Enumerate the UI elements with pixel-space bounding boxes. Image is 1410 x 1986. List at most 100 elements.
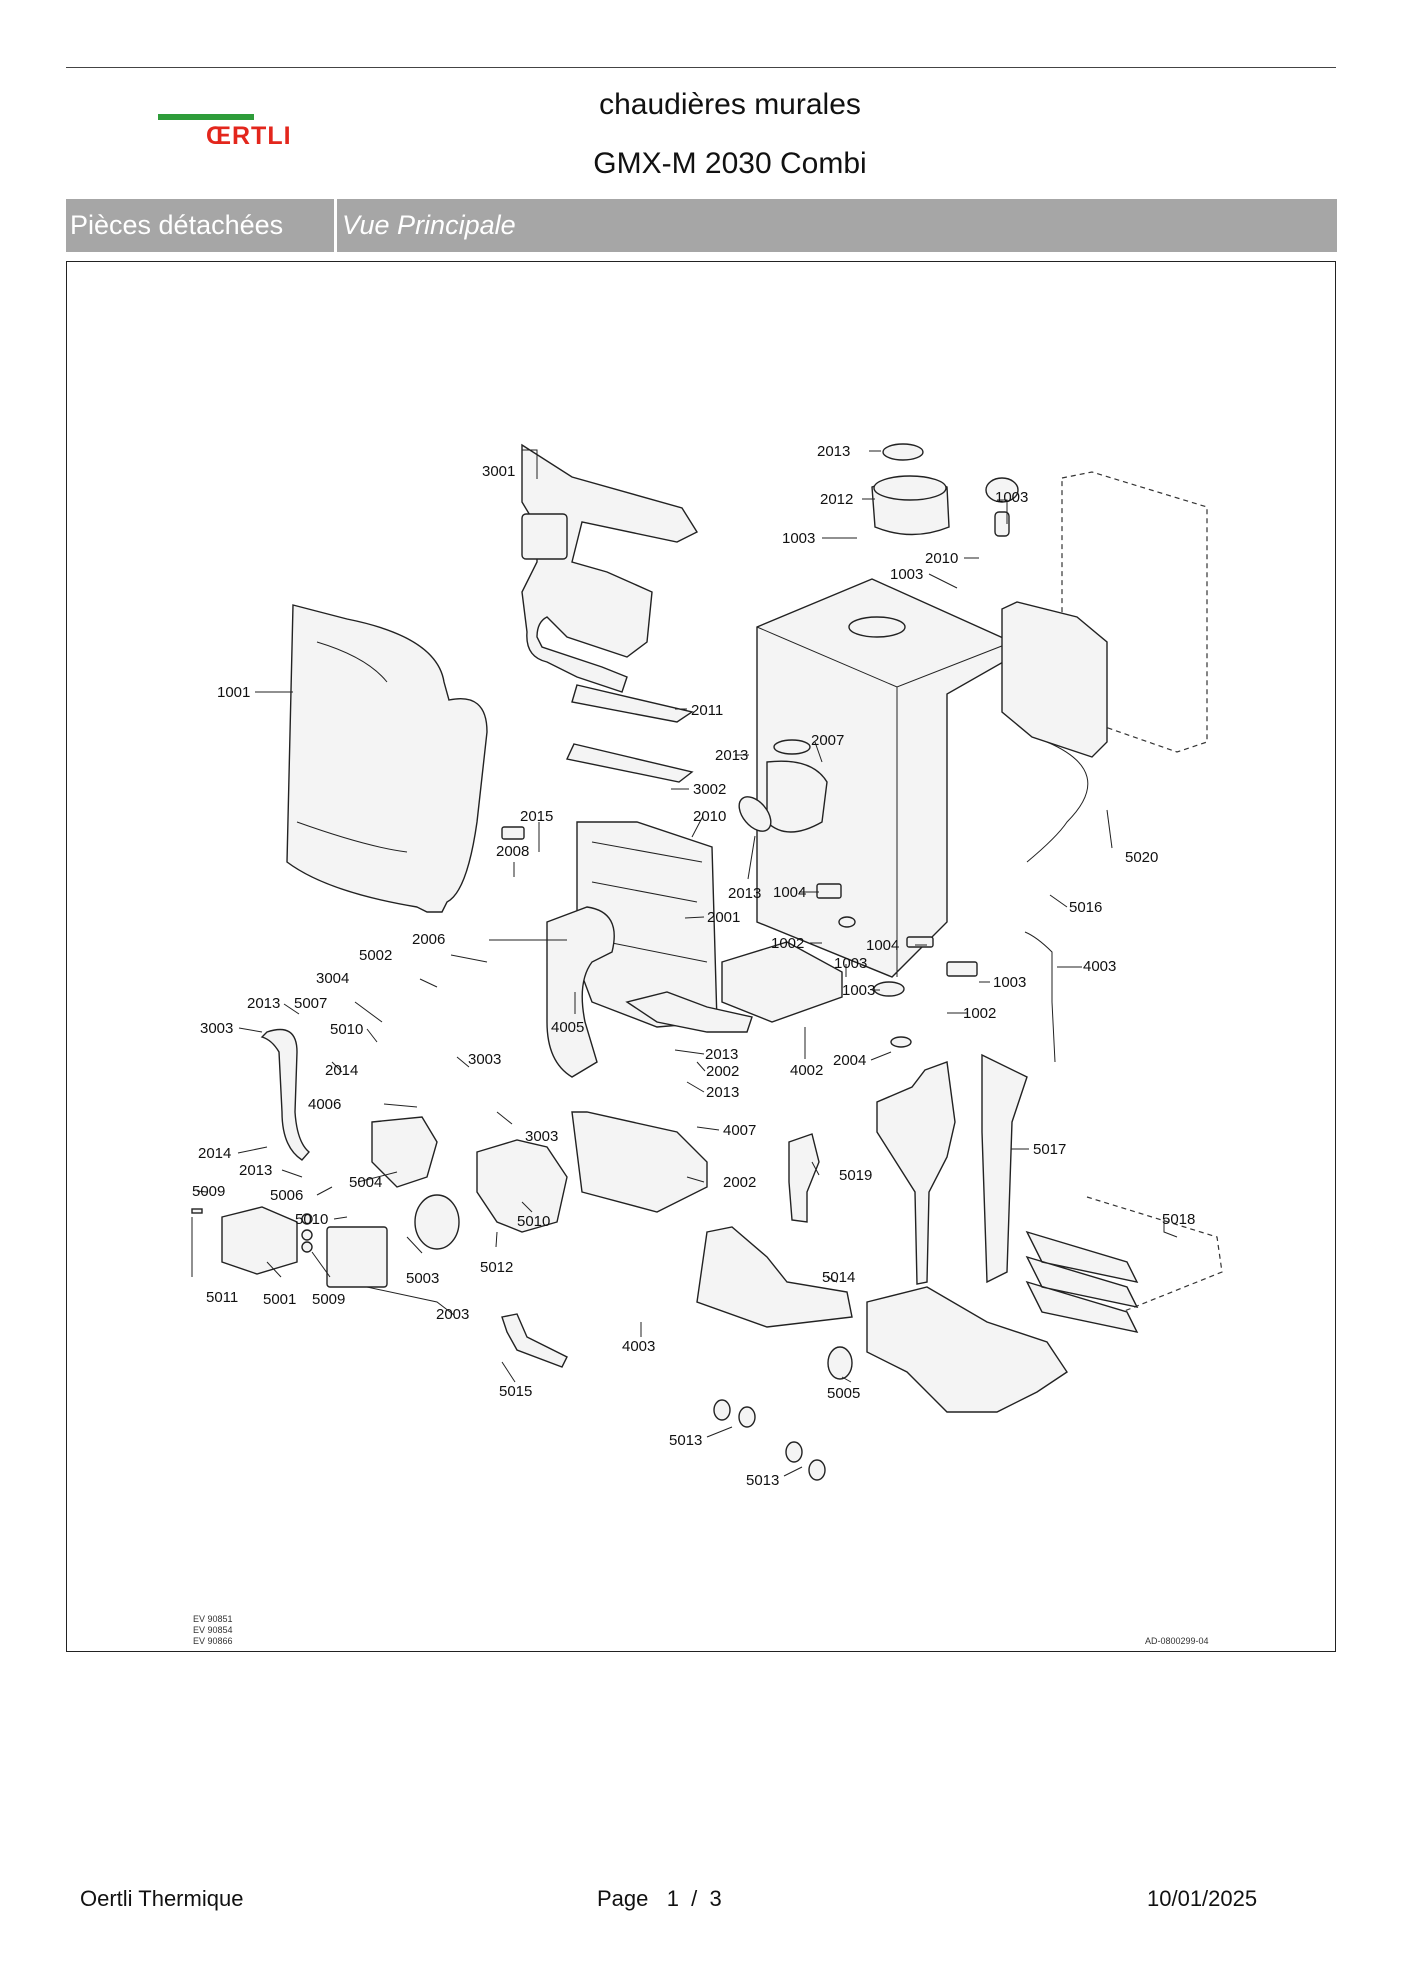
footer-date: 10/01/2025: [1147, 1886, 1258, 1911]
label-5014: 5014: [822, 1269, 855, 1286]
gas-valve-part: [476, 1139, 568, 1233]
label-1004: 1004: [773, 884, 806, 901]
back-panel-part: [1061, 471, 1208, 753]
gasket-2011-part: [571, 684, 694, 723]
label-5020: 5020: [1125, 849, 1158, 866]
clip-1003-part: [946, 961, 978, 977]
washer-1003b-part: [873, 981, 905, 997]
label-2010: 2010: [693, 808, 726, 825]
exploded-parts-diagram: 3001 2013 2012 1003 1003 2010 1003 1001 …: [191, 443, 1223, 1646]
view-label: Vue Principale: [342, 210, 516, 240]
fitting-5013-c: [785, 1441, 803, 1463]
hydraulic-group-part: [866, 1286, 1068, 1413]
pump-5004-part: [371, 1116, 438, 1188]
control-box-part: [521, 443, 699, 693]
control-housing-part: [721, 941, 843, 1023]
label-4003: 4003: [622, 1338, 655, 1355]
document-category: chaudières murales: [599, 88, 861, 121]
label-2011: 2011: [691, 702, 723, 719]
section-separator: [334, 199, 337, 252]
label-2003: 2003: [436, 1306, 469, 1323]
pipe-set-outline: [1086, 1196, 1223, 1323]
label-5019: 5019: [839, 1167, 872, 1184]
label-1003: 1003: [995, 489, 1028, 506]
label-4006: 4006: [308, 1096, 341, 1113]
label-1003: 1003: [834, 955, 867, 972]
filter-5005-part: [827, 1346, 853, 1380]
header-rule: [66, 67, 1336, 68]
label-5016: 5016: [1069, 899, 1102, 916]
electronic-box-5003-part: [326, 1226, 388, 1288]
label-5009: 5009: [312, 1291, 345, 1308]
label-2014: 2014: [198, 1145, 231, 1162]
logo-green-bar: [158, 114, 254, 120]
diagram-frame: 3001 2013 2012 1003 1003 2010 1003 1001 …: [66, 261, 1336, 1652]
hose-3003-part: [260, 1028, 310, 1161]
label-3004: 3004: [316, 970, 349, 987]
cap-1003-part: [985, 477, 1019, 503]
label-3001: 3001: [482, 463, 515, 480]
label-2008: 2008: [496, 843, 529, 860]
label-5006: 5006: [270, 1187, 303, 1204]
label-2002: 2002: [723, 1174, 756, 1191]
label-4003: 4003: [1083, 958, 1116, 975]
drawing-ref-2: EV 90854: [193, 1625, 233, 1635]
label-3002: 3002: [693, 781, 726, 798]
label-2013: 2013: [715, 747, 748, 764]
label-2013: 2013: [817, 443, 850, 460]
burner-plate-part: [571, 1111, 708, 1213]
oertli-logo: ŒRTLI: [158, 114, 308, 150]
label-2002: 2002: [706, 1063, 739, 1080]
logo-wordmark: ŒRTLI: [206, 122, 292, 150]
washer-1003-part: [838, 916, 856, 928]
label-2013: 2013: [728, 885, 761, 902]
label-1002: 1002: [963, 1005, 996, 1022]
fitting-5013-b: [738, 1406, 756, 1428]
gasket-3002-part: [565, 743, 694, 783]
label-5018: 5018: [1162, 1211, 1195, 1228]
label-5013: 5013: [746, 1472, 779, 1489]
label-5012: 5012: [480, 1259, 513, 1276]
plug-2008-part: [501, 826, 525, 840]
gasket-2002-part: [625, 991, 753, 1033]
label-4007: 4007: [723, 1122, 756, 1139]
label-5010: 5010: [517, 1213, 550, 1230]
label-2001: 2001: [707, 909, 740, 926]
label-5001: 5001: [263, 1291, 296, 1308]
bypass-5019-part: [788, 1133, 820, 1223]
label-5007: 5007: [294, 995, 327, 1012]
label-5009: 5009: [192, 1183, 225, 1200]
label-2004: 2004: [833, 1052, 866, 1069]
label-5011: 5011: [206, 1289, 238, 1306]
label-3003: 3003: [200, 1020, 233, 1037]
washer-2004-part: [890, 1036, 912, 1048]
label-2015: 2015: [520, 808, 553, 825]
label-1003: 1003: [782, 530, 815, 547]
label-5002: 5002: [359, 947, 392, 964]
drawing-ref-3: EV 90866: [193, 1636, 233, 1646]
label-1003: 1003: [890, 566, 923, 583]
label-2013: 2013: [706, 1084, 739, 1101]
label-5003: 5003: [406, 1270, 439, 1287]
expansion-vessel-part: [1001, 601, 1108, 758]
label-4005: 4005: [551, 1019, 584, 1036]
label-1001: 1001: [217, 684, 250, 701]
sensor-wire-part: [1024, 931, 1056, 1063]
label-3003: 3003: [468, 1051, 501, 1068]
label-2007: 2007: [811, 732, 844, 749]
seal-2013-mid-part: [773, 739, 811, 755]
hydraulic-block-part: [876, 1061, 956, 1285]
label-2013: 2013: [705, 1046, 738, 1063]
label-2014: 2014: [325, 1062, 358, 1079]
section-label: Pièces détachées: [70, 210, 284, 240]
drain-pipe-5015-part: [501, 1313, 568, 1368]
label-1003: 1003: [993, 974, 1026, 991]
label-2012: 2012: [820, 491, 853, 508]
label-2006: 2006: [412, 931, 445, 948]
pipe-set-part: [1025, 1230, 1139, 1333]
section-bar: Pièces détachées Vue Principale: [66, 199, 1337, 252]
label-4002: 4002: [790, 1062, 823, 1079]
control-box-module: [521, 513, 568, 560]
plug-2010-part: [994, 511, 1010, 537]
fitting-5013-a: [713, 1399, 731, 1421]
